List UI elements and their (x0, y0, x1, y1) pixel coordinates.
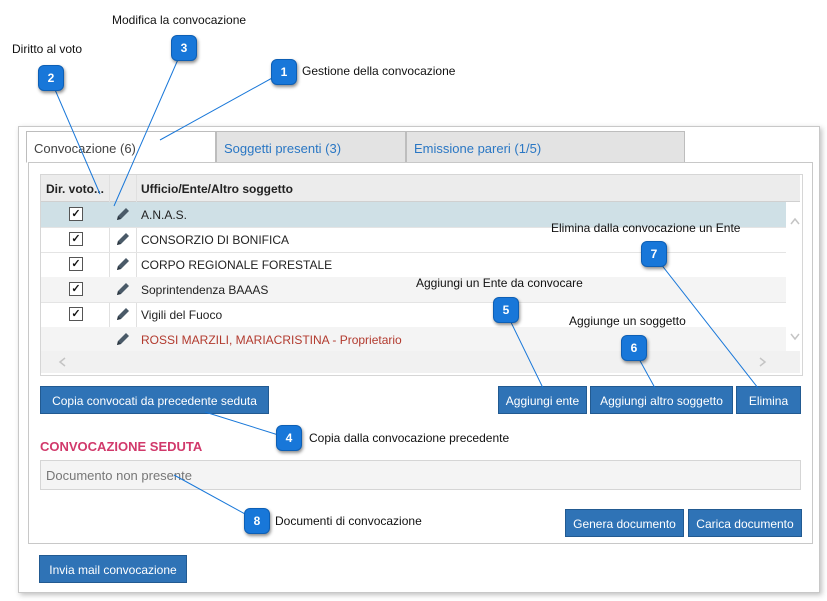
callout-text: Modifica la convocazione (112, 13, 247, 27)
upload-document-button[interactable]: Carica documento (688, 509, 802, 537)
pencil-icon[interactable] (115, 281, 131, 297)
pencil-icon[interactable] (115, 206, 131, 222)
soggetto-name: ROSSI MARZILI, MARIACRISTINA - Proprieta… (141, 333, 402, 347)
dir-voto-checkbox[interactable]: ✓ (69, 207, 83, 221)
callout-text: Diritto al voto (12, 42, 83, 56)
soggetti-grid: Dir. voto... Ufficio/Ente/Altro soggetto… (40, 174, 803, 376)
column-dir-voto[interactable]: Dir. voto... (46, 182, 105, 196)
add-ente-button[interactable]: Aggiungi ente (498, 386, 587, 414)
callout-badge: 2 (38, 65, 64, 91)
dir-voto-checkbox[interactable]: ✓ (69, 257, 83, 271)
pencil-icon[interactable] (115, 306, 131, 322)
callout-badge: 4 (276, 425, 302, 451)
pencil-icon[interactable] (115, 331, 131, 347)
table-row[interactable]: ROSSI MARZILI, MARIACRISTINA - Proprieta… (41, 327, 786, 353)
scroll-right-icon (759, 357, 767, 367)
callout-text: Copia dalla convocazione precedente (309, 431, 510, 445)
copy-previous-button[interactable]: Copia convocati da precedente seduta (40, 386, 269, 414)
dir-voto-checkbox[interactable]: ✓ (69, 232, 83, 246)
callout-badge: 1 (271, 59, 297, 85)
column-ufficio-ente[interactable]: Ufficio/Ente/Altro soggetto (141, 182, 293, 196)
dir-voto-checkbox[interactable]: ✓ (69, 282, 83, 296)
delete-button[interactable]: Elimina (736, 386, 801, 414)
callout-text: Gestione della convocazione (302, 64, 456, 78)
callout-badge: 5 (493, 297, 519, 323)
callout-text: Documenti di convocazione (275, 514, 422, 528)
soggetto-name: Vigili del Fuoco (141, 308, 223, 322)
scroll-up-icon (790, 217, 800, 225)
scroll-left-icon (58, 357, 66, 367)
callout-badge: 3 (171, 35, 197, 61)
scroll-down-icon (790, 333, 800, 341)
callout-badge: 8 (244, 508, 270, 534)
soggetto-name: Soprintendenza BAAAS (141, 283, 269, 297)
vertical-scrollbar[interactable] (788, 202, 802, 350)
generate-document-button[interactable]: Genera documento (565, 509, 684, 537)
column-divider (109, 175, 110, 351)
callout-text: Aggiunge un soggetto (569, 314, 686, 328)
table-row[interactable]: ✓ Soprintendenza BAAAS (41, 277, 786, 303)
tab-convocazione[interactable]: Convocazione (6) (26, 131, 216, 163)
send-mail-button[interactable]: Invia mail convocazione (39, 555, 187, 583)
soggetto-name: CONSORZIO DI BONIFICA (141, 233, 290, 247)
tab-soggetti-presenti[interactable]: Soggetti presenti (3) (216, 131, 406, 163)
column-divider (136, 175, 137, 351)
table-row[interactable]: ✓ A.N.A.S. (41, 202, 786, 228)
callout-badge: 7 (641, 241, 667, 267)
section-title: CONVOCAZIONE SEDUTA (40, 439, 203, 454)
horizontal-scrollbar[interactable] (41, 351, 800, 373)
table-row[interactable]: ✓ CONSORZIO DI BONIFICA (41, 227, 786, 253)
dir-voto-checkbox[interactable]: ✓ (69, 307, 83, 321)
add-other-subject-button[interactable]: Aggiungi altro soggetto (590, 386, 733, 414)
callout-badge: 6 (621, 335, 647, 361)
grid-header: Dir. voto... Ufficio/Ente/Altro soggetto (41, 175, 800, 202)
document-field: Documento non presente (40, 460, 801, 490)
pencil-icon[interactable] (115, 231, 131, 247)
callout-text: Aggiungi un Ente da convocare (416, 276, 583, 290)
soggetto-name: CORPO REGIONALE FORESTALE (141, 258, 333, 272)
soggetto-name: A.N.A.S. (141, 208, 188, 222)
callout-text: Elimina dalla convocazione un Ente (551, 221, 741, 235)
pencil-icon[interactable] (115, 256, 131, 272)
